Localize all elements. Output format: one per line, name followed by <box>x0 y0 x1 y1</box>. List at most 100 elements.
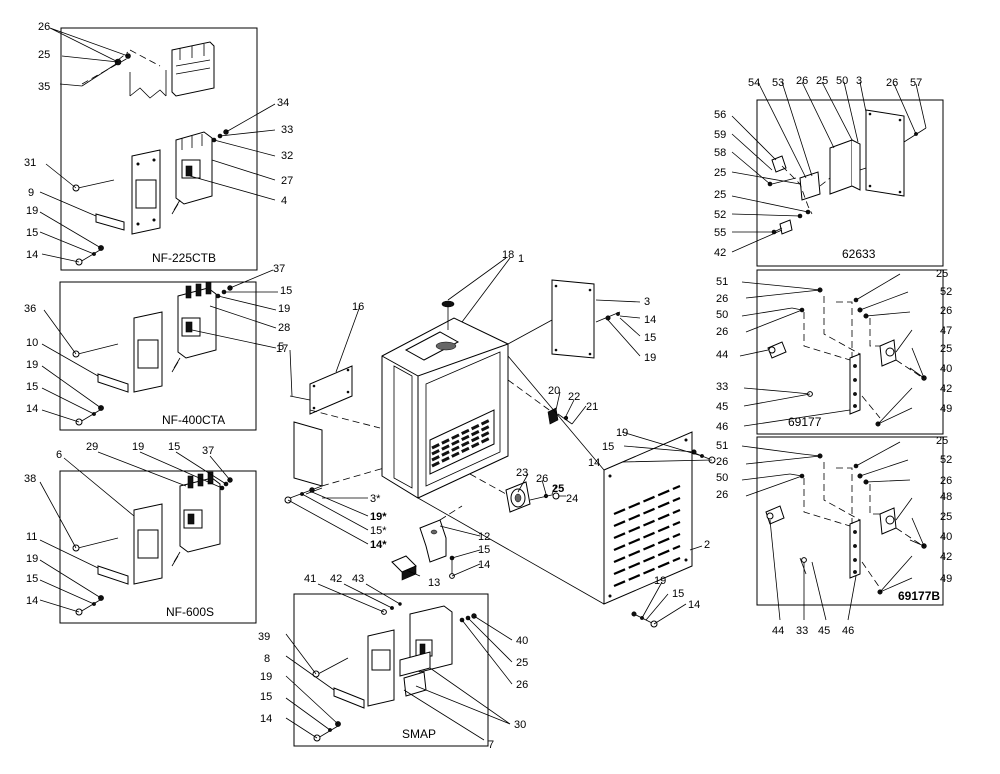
label: 31 <box>24 157 36 169</box>
label: 28 <box>278 322 290 334</box>
label: 15 <box>260 691 272 703</box>
label: 42 <box>330 573 342 585</box>
label: 7 <box>488 739 494 751</box>
label: 52 <box>940 454 952 466</box>
label: 19 <box>644 352 656 364</box>
center-assembly: 18 1 16 17 3 14 15 19 20 22 21 19 15 14 … <box>276 249 716 628</box>
mounting-plate <box>133 311 163 393</box>
label: 11 <box>26 531 37 543</box>
label: 26 <box>940 475 952 487</box>
label: 49 <box>940 573 952 585</box>
breaker-nf-225ctb <box>175 131 213 205</box>
label: 16 <box>352 301 364 313</box>
panel-caption: NF-400CTA <box>162 413 225 427</box>
label: 26 <box>536 473 548 485</box>
label: 3 <box>856 75 862 87</box>
panel-caption: 62633 <box>842 247 876 261</box>
label: 38 <box>24 473 36 485</box>
label: 40 <box>940 531 952 543</box>
label: 46 <box>842 625 854 637</box>
breaker-nf-225-top <box>129 41 215 99</box>
label: 41 <box>304 573 316 585</box>
label: 14 <box>26 403 38 415</box>
label: 14 <box>588 457 600 469</box>
label: 50 <box>716 309 728 321</box>
label: 46 <box>716 421 728 433</box>
label: 53 <box>772 77 784 89</box>
label: 25 <box>936 268 948 280</box>
panel-nf-400cta: 37 15 19 28 5 36 10 19 15 14 NF-400CTA <box>24 263 292 431</box>
label: 21 <box>586 401 598 413</box>
label: 33 <box>796 625 808 637</box>
label: 15 <box>26 227 38 239</box>
label: 59 <box>714 129 726 141</box>
panel-69177b: 51 26 26 25 52 50 26 48 25 40 42 44 33 4… <box>716 435 952 637</box>
label: 39 <box>258 631 270 643</box>
panel-caption: NF-600S <box>166 605 214 619</box>
label: 15 <box>602 441 614 453</box>
label: 37 <box>202 445 214 457</box>
label: 33 <box>281 124 293 136</box>
component-44 <box>767 341 787 359</box>
label: 42 <box>940 551 952 563</box>
label: 8 <box>264 653 270 665</box>
label: 15 <box>478 544 490 556</box>
starred-label: 14* <box>370 539 387 551</box>
label: 34 <box>277 97 289 109</box>
label: 25 <box>940 343 952 355</box>
component-44 <box>765 505 785 525</box>
panel-frame <box>60 27 258 271</box>
label: 52 <box>940 286 952 298</box>
label: 25 <box>552 483 564 495</box>
component-48 <box>879 507 897 535</box>
enclosure-1 <box>381 317 509 499</box>
panel-nf-225ctb: 26 25 35 34 33 32 27 4 31 9 19 15 14 NF-… <box>24 21 293 271</box>
label: 51 <box>716 276 728 288</box>
label: 4 <box>281 195 287 207</box>
label: 54 <box>748 77 760 89</box>
plate-16 <box>309 365 353 415</box>
label: 26 <box>38 21 50 33</box>
panel-caption: 69177B <box>898 589 940 603</box>
component-53 <box>799 171 821 201</box>
label: 26 <box>716 489 728 501</box>
label: 26 <box>716 456 728 468</box>
label: 19 <box>278 303 290 315</box>
label: 44 <box>716 349 728 361</box>
label: 58 <box>714 147 726 159</box>
label: 15 <box>26 381 38 393</box>
mounting-plate <box>133 503 163 585</box>
label: 5 <box>278 341 284 353</box>
component-47 <box>879 339 897 367</box>
label: 19 <box>132 441 144 453</box>
label: 15 <box>672 588 684 600</box>
label: 20 <box>548 385 560 397</box>
panel-smap: 41 42 43 40 25 26 39 8 19 15 14 30 7 SMA… <box>258 573 528 751</box>
bar-10 <box>97 373 129 393</box>
panel-frame <box>293 593 489 747</box>
label: 52 <box>714 209 726 221</box>
label: 3 <box>644 296 650 308</box>
label: 10 <box>26 337 38 349</box>
panel-69177: 51 26 26 25 52 50 26 47 44 25 40 33 45 4… <box>716 268 952 435</box>
label: 50 <box>836 75 848 87</box>
panel-frame <box>756 99 944 267</box>
label: 9 <box>28 187 34 199</box>
bar-8 <box>333 687 365 709</box>
terminal-46 <box>849 519 861 579</box>
panel-frame <box>756 436 944 606</box>
bar-11 <box>97 565 129 585</box>
panel-nf-600s: 29 19 15 37 6 38 11 19 15 14 NF-600S <box>24 441 257 624</box>
label: 42 <box>714 247 726 259</box>
label: 57 <box>910 77 922 89</box>
label: 25 <box>714 189 726 201</box>
side-plate-3 <box>293 421 323 487</box>
panel-62633: 54 53 26 25 50 3 26 57 56 59 58 25 25 52… <box>714 75 944 267</box>
side-plate-3-right <box>551 279 595 359</box>
label: 15 <box>26 573 38 585</box>
label: 19 <box>616 427 628 439</box>
label: 26 <box>516 679 528 691</box>
label: 56 <box>714 109 726 121</box>
label: 40 <box>516 635 528 647</box>
